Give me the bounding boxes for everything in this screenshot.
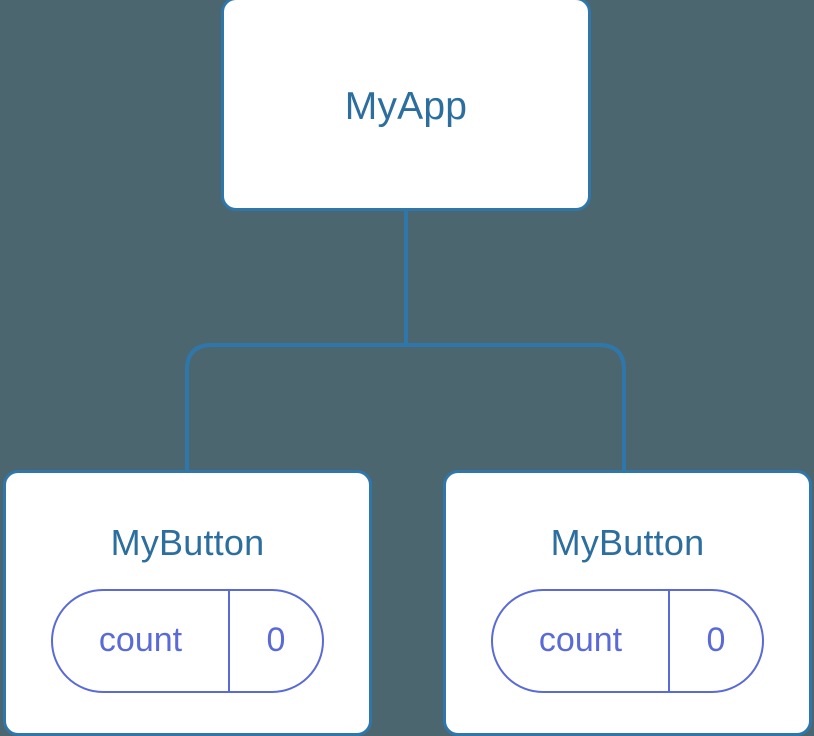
component-node-child-0[interactable]: MyButton count 0 (3, 470, 372, 736)
state-key: count (98, 620, 183, 659)
component-node-child-1[interactable]: MyButton count 0 (443, 470, 812, 736)
state-pill[interactable]: count 0 (491, 589, 764, 693)
edge-bus-to-child-0 (185, 343, 406, 472)
state-value: 0 (228, 591, 322, 691)
component-node-label: MyButton (550, 522, 705, 563)
component-node-label: MyButton (110, 522, 265, 563)
component-node-label: MyApp (344, 84, 468, 128)
component-node-root[interactable]: MyApp (221, 0, 591, 211)
edge-bus-to-child-1 (406, 343, 626, 472)
state-value: 0 (668, 591, 762, 691)
state-key: count (538, 620, 623, 659)
state-pill[interactable]: count 0 (51, 589, 324, 693)
